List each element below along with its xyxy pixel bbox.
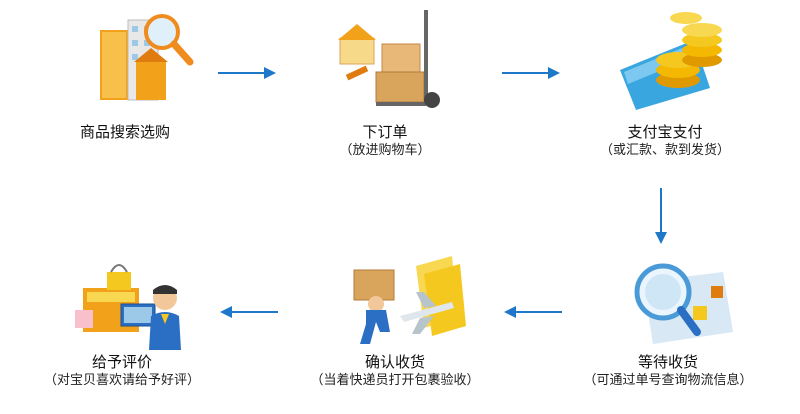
step-title: 确认收货 [364,353,425,371]
magnifier-map-icon [593,252,743,350]
step-subtitle: （可通过单号查询物流信息） [583,373,753,388]
coins-card-icon [590,0,740,110]
buildings-magnifier-icon [50,0,200,110]
step-await-delivery: 等待收货 （可通过单号查询物流信息） [568,252,768,390]
arrow-left-icon [220,306,278,318]
step-title: 商品搜索选购 [79,123,170,141]
step-title: 下订单 [362,123,408,141]
step-confirm-receipt: 确认收货 （当着快递员打开包裹验收） [295,252,495,390]
step-alipay-payment: 支付宝支付 （或汇款、款到发货） [565,0,765,160]
arrow-right-icon [502,67,560,79]
step-subtitle: （放进购物车） [339,143,431,158]
step-search-select: 商品搜索选购 [25,0,225,142]
arrow-left-icon [504,306,562,318]
arrow-right-icon [218,67,276,79]
step-give-review: 给予评价 （对宝贝喜欢请给予好评） [22,252,222,390]
step-subtitle: （或汇款、款到发货） [599,143,730,158]
arrow-down-icon [655,188,667,244]
hand-truck-boxes-icon [310,0,460,110]
step-subtitle: （当着快递员打开包裹验收） [310,373,480,388]
courier-airplane-icon [320,252,470,350]
shop-person-icon [47,252,197,350]
step-place-order: 下订单 （放进购物车） [285,0,485,160]
step-subtitle: （对宝贝喜欢请给予好评） [43,373,200,388]
step-title: 给予评价 [91,353,152,371]
step-title: 等待收货 [637,353,698,371]
step-title: 支付宝支付 [627,123,703,141]
